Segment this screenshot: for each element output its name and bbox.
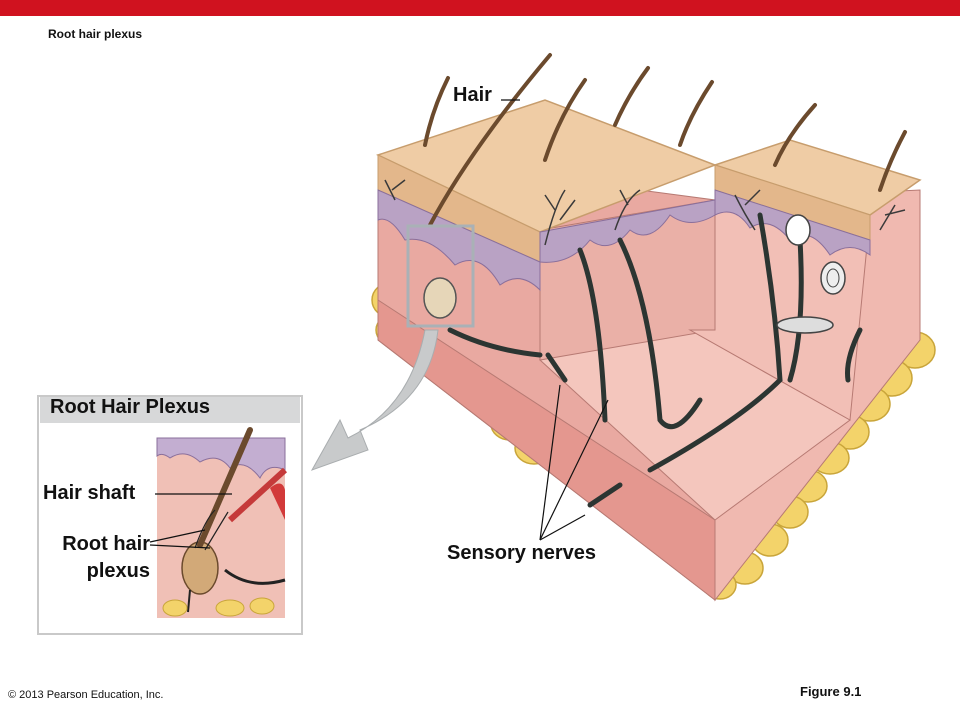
root-hair-label-line1: Root hair: [62, 533, 150, 555]
root-hair-plexus-label: Root hair plexus: [44, 531, 150, 585]
sensory-nerves-label: Sensory nerves: [447, 542, 596, 564]
lamellar-receptor: [785, 214, 811, 246]
pacinian-corpuscle: [820, 261, 846, 295]
papillary-layer-cut: [539, 199, 716, 263]
hair-label: Hair: [453, 84, 492, 106]
papillary-layer-left: [377, 189, 541, 292]
hair-follicle-illustration: [181, 541, 219, 595]
page-title: Root hair plexus: [48, 27, 143, 41]
zoom-arrow-icon: [310, 329, 439, 471]
follicle-highlight-box: [406, 224, 475, 328]
copyright-footer: © 2013 Pearson Education, Inc.: [8, 689, 164, 701]
inset-title-bar: [40, 397, 300, 423]
figure-number: Figure 9.1: [800, 684, 862, 699]
root-hair-label-line2: plexus: [86, 560, 150, 582]
top-accent-bar: [0, 0, 960, 16]
hairs: [423, 53, 907, 227]
label-leader-lines: [501, 99, 609, 541]
hair-shaft-label: Hair shaft: [43, 482, 136, 504]
sensory-nerve-fibers: [447, 212, 863, 508]
inset-title: Root Hair Plexus: [50, 396, 211, 418]
ruffini-ending: [776, 316, 834, 334]
